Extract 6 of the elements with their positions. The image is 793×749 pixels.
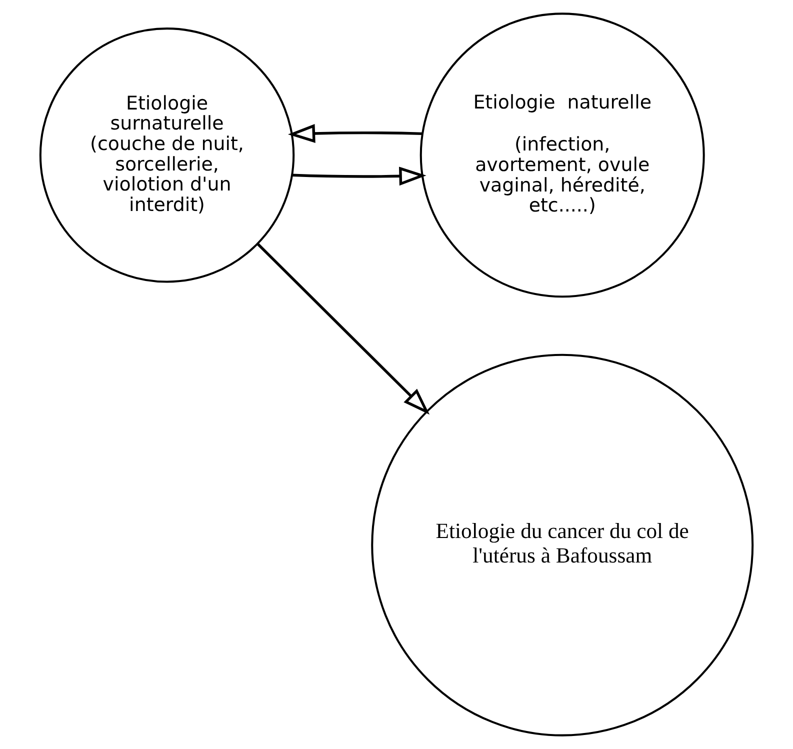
arrow xyxy=(292,166,426,186)
node-circle: Etiologie naturelle (infection, avortement, ovule vaginal, héredité, etc.....) xyxy=(420,12,705,298)
arrow xyxy=(257,243,430,415)
node-circle: Etiologie surnaturelle (couche de nuit, sorcellerie, violotion d'un interdit) xyxy=(39,28,295,283)
node-circle: Etiologie du cancer du col de l'utérus à Bafoussam xyxy=(371,354,754,736)
arrow xyxy=(288,124,422,143)
